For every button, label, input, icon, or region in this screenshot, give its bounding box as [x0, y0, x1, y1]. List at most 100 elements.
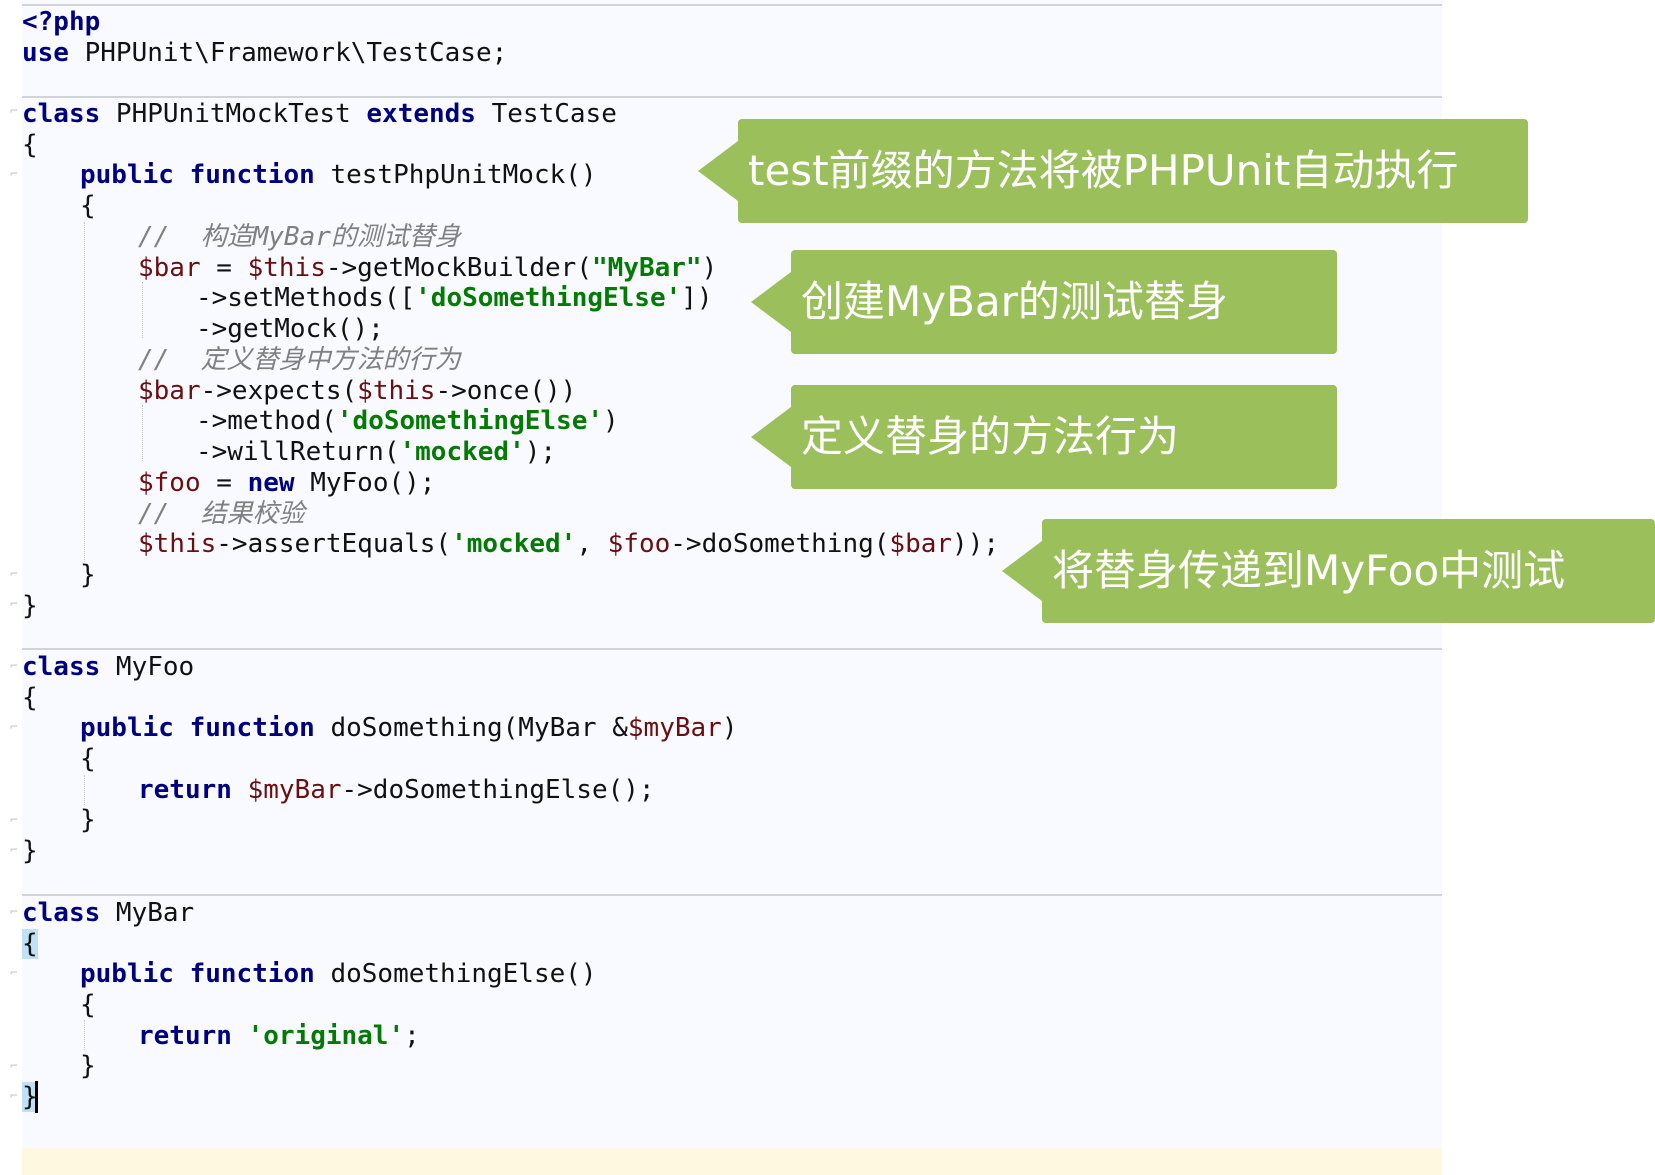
keyword: return [138, 775, 232, 805]
operator: = [200, 253, 248, 283]
code-line[interactable]: $bar = $this->getMockBuilder("MyBar") [138, 252, 717, 284]
code-line[interactable]: $bar->expects($this->once()) [138, 375, 576, 407]
code-line[interactable]: } [80, 559, 96, 591]
code-line[interactable]: ->setMethods(['doSomethingElse']) [196, 282, 713, 314]
string-literal: 'original' [247, 1021, 405, 1051]
use-statement: PHPUnit\Framework\TestCase; [68, 38, 508, 68]
indent-guide [84, 1020, 86, 1050]
code-line[interactable]: <?php [22, 6, 100, 38]
method-call: ->getMock(); [196, 314, 384, 344]
keyword: function [189, 160, 315, 190]
code-line[interactable]: $this->assertEquals('mocked', $foo->doSo… [138, 528, 999, 560]
fold-icon[interactable]: ⌐ [10, 1089, 18, 1104]
code-line[interactable]: class MyBar [22, 897, 194, 929]
whitespace [174, 713, 190, 743]
callout-create-double: 创建MyBar的测试替身 [751, 250, 1337, 354]
code-line[interactable]: { [22, 682, 38, 714]
code-line[interactable]: // 定义替身中方法的行为 [138, 344, 461, 376]
comment: // 构造 [138, 222, 253, 252]
code-line[interactable]: return 'original'; [138, 1020, 420, 1052]
fold-icon[interactable]: ⌐ [10, 567, 18, 582]
whitespace [174, 160, 190, 190]
code-line[interactable]: return $myBar->doSomethingElse(); [138, 774, 655, 806]
code-line[interactable]: ->method('doSomethingElse') [196, 405, 619, 437]
comment: // 结果校验 [138, 499, 305, 529]
indent-guide [84, 775, 86, 805]
text-caret [35, 1081, 38, 1113]
keyword: return [138, 1021, 232, 1051]
string-literal: 'doSomethingElse' [336, 406, 603, 436]
code-line[interactable]: ->willReturn('mocked'); [196, 436, 556, 468]
code-line[interactable]: // 结果校验 [138, 498, 305, 530]
comment: // 定义替身中方法的行为 [138, 345, 461, 375]
fold-icon[interactable]: ⌐ [10, 843, 18, 858]
variable: $this [357, 376, 436, 406]
code-line[interactable]: } [22, 1081, 38, 1113]
keyword: public [80, 160, 174, 190]
fold-icon[interactable]: ⌐ [10, 905, 18, 920]
code-line[interactable]: { [22, 129, 38, 161]
variable: $foo [138, 468, 201, 498]
callout-define-behavior: 定义替身的方法行为 [751, 385, 1337, 489]
code-line[interactable]: public function testPhpUnitMock() [80, 159, 597, 191]
code-line[interactable]: ->getMock(); [196, 313, 384, 345]
code-line[interactable]: public function doSomething(MyBar &$myBa… [80, 712, 737, 744]
keyword: public [80, 959, 174, 989]
method-separator [22, 648, 1442, 650]
indent-guide [142, 282, 144, 338]
code-line[interactable]: } [22, 590, 38, 622]
fold-icon[interactable]: ⌐ [10, 1059, 18, 1074]
comment: MyBar [252, 222, 331, 252]
code-line[interactable]: class PHPUnitMockTest extends TestCase [22, 98, 617, 130]
current-line-highlight [22, 1148, 1442, 1175]
code-line[interactable]: $foo = new MyFoo(); [138, 467, 435, 499]
fold-icon[interactable]: ⌐ [10, 659, 18, 674]
code-line[interactable]: } [80, 1050, 96, 1082]
code-line[interactable]: { [80, 743, 96, 775]
code-line[interactable]: { [80, 989, 96, 1021]
variable: $myBar [627, 713, 722, 743]
brace: { [80, 744, 96, 774]
matched-brace: { [22, 929, 38, 959]
indent-guide [84, 222, 86, 562]
fold-icon[interactable]: ⌐ [10, 597, 18, 612]
semicolon: ; [404, 1021, 420, 1051]
code-line[interactable]: { [80, 190, 96, 222]
method-separator [22, 894, 1442, 896]
variable: $bar [138, 253, 201, 283]
code-line[interactable]: public function doSomethingElse() [80, 958, 597, 990]
matched-brace: } [22, 1082, 38, 1112]
fold-icon[interactable]: ⌐ [10, 104, 18, 119]
fold-icon[interactable]: ⌐ [10, 813, 18, 828]
code-line[interactable]: } [22, 835, 38, 867]
code-line[interactable]: use PHPUnit\Framework\TestCase; [22, 37, 507, 69]
string-literal: 'mocked' [399, 437, 525, 467]
method-name: doSomething(MyBar & [314, 713, 628, 743]
code-line[interactable]: // 构造MyBar的测试替身 [138, 221, 461, 253]
constructor-call: MyFoo(); [294, 468, 436, 498]
keyword: extends [366, 99, 476, 129]
brace: { [80, 191, 96, 221]
method-call: ->setMethods([ [196, 283, 416, 313]
brace: { [22, 130, 38, 160]
brace: } [22, 836, 38, 866]
variable: $bar [889, 529, 953, 559]
fold-icon[interactable]: ⌐ [10, 167, 18, 182]
variable: $bar [138, 376, 201, 406]
method-call: ->method( [196, 406, 337, 436]
method-call: ->once()) [435, 376, 577, 406]
whitespace [174, 959, 190, 989]
code-line[interactable]: class MyFoo [22, 651, 194, 683]
fold-icon[interactable]: ⌐ [10, 720, 18, 735]
string-literal: 'mocked' [451, 529, 577, 559]
base-class: TestCase [475, 99, 617, 129]
code-line[interactable]: } [80, 804, 96, 836]
fold-icon[interactable]: ⌐ [10, 966, 18, 981]
keyword: public [80, 713, 174, 743]
method-call: ->expects( [200, 376, 358, 406]
code-line[interactable]: { [22, 928, 38, 960]
keyword: function [189, 959, 315, 989]
brace: } [22, 591, 38, 621]
variable: $this [138, 529, 217, 559]
whitespace [232, 775, 248, 805]
